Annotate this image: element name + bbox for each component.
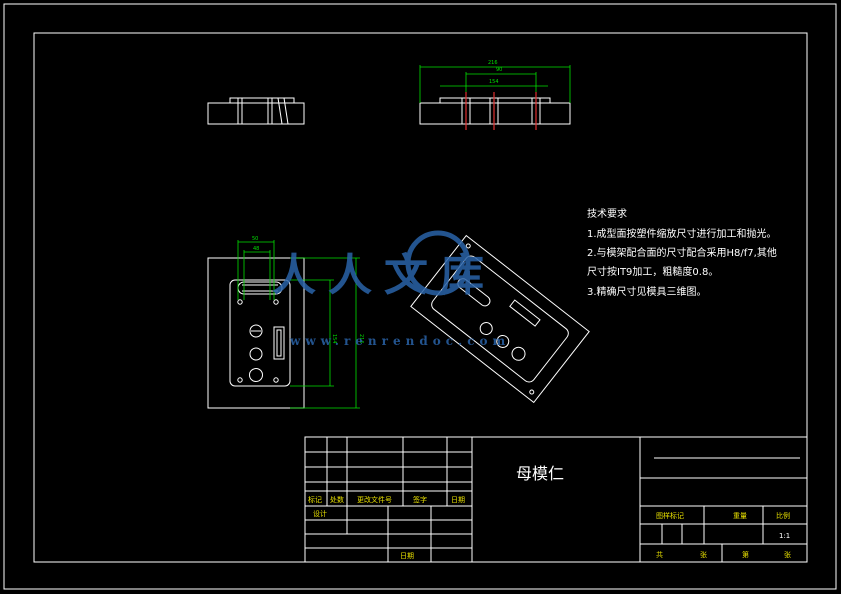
- dim-front-inner: 48: [253, 246, 259, 252]
- sheet-label: 共: [656, 550, 663, 559]
- isometric-view: [410, 234, 590, 404]
- dim-front-height: 216: [358, 334, 364, 344]
- stage-label-mark: 图样标记: [656, 511, 684, 520]
- date-label: 日期: [400, 552, 414, 560]
- design-label: 设计: [313, 509, 327, 518]
- rev-label-doc: 更改文件号: [357, 495, 392, 504]
- notes-line-1: 1.成型面按塑件缩放尺寸进行加工和抛光。: [587, 227, 777, 240]
- notes-heading: 技术要求: [587, 207, 627, 220]
- notes-line-2: 2.与模架配合面的尺寸配合采用H8/f7,其他: [587, 246, 777, 259]
- stage-label-weight: 重量: [733, 512, 747, 520]
- title-block: 标记 处数 更改文件号 签字 日期 设计 日期 母模仁 图样标记 重量 比例 1…: [304, 436, 808, 563]
- rev-label-count: 处数: [330, 495, 344, 504]
- notes-line-3: 尺寸按IT9加工，粗糙度0.8。: [587, 265, 718, 278]
- dim-top-pitch: 154: [489, 79, 499, 85]
- dim-top-overall: 216: [488, 60, 498, 66]
- sheet-outer-border: [3, 3, 837, 590]
- technical-notes: 技术要求 1.成型面按塑件缩放尺寸进行加工和抛光。 2.与模架配合面的尺寸配合采…: [587, 207, 777, 298]
- watermark-url: www.renrendoc.com: [289, 334, 510, 348]
- front-view: 50 48 216 154: [207, 236, 364, 409]
- dim-front-height2: 154: [331, 334, 337, 344]
- notes-line-4: 3.精确尺寸见模具三维图。: [587, 285, 707, 298]
- page-label: 第: [742, 550, 749, 559]
- page-of-label: 张: [784, 550, 791, 559]
- dim-front-width: 50: [252, 236, 258, 242]
- stage-label-scale: 比例: [776, 511, 790, 520]
- watermark: 人人文库 www.renrendoc.com: [272, 230, 510, 348]
- section-view: 216 90 154: [419, 60, 571, 130]
- dim-top-inner: 90: [496, 67, 502, 73]
- rev-label-mark: 标记: [308, 495, 322, 504]
- watermark-text: 人人文库: [272, 250, 496, 301]
- rev-label-sign: 签字: [413, 495, 427, 504]
- scale-value: 1:1: [779, 532, 790, 540]
- drawing-title: 母模仁: [516, 464, 564, 483]
- sheet-of-label: 张: [700, 550, 707, 559]
- rev-label-date: 日期: [451, 496, 465, 504]
- side-view: [207, 97, 305, 125]
